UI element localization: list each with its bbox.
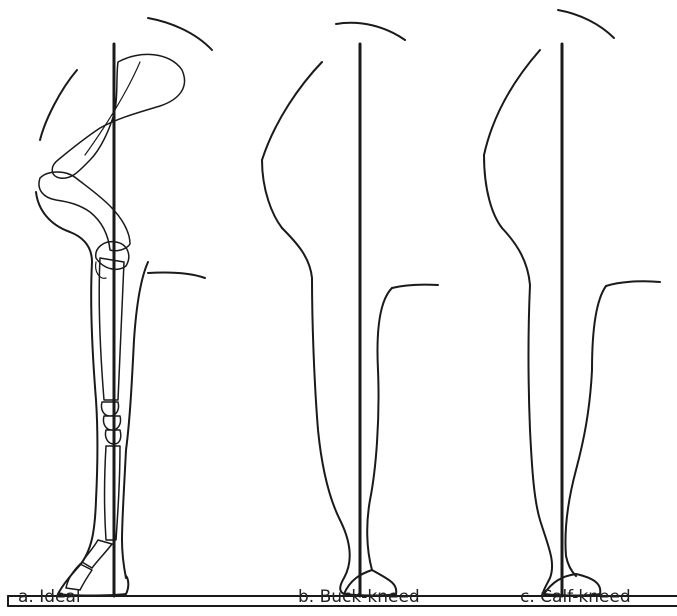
scapula-bone (52, 54, 184, 178)
outline-chest-a (40, 70, 77, 140)
humerus-bone (39, 172, 130, 251)
leg-outline-back-c (565, 286, 606, 576)
outline-back-b (336, 23, 405, 40)
belly-line-c (606, 281, 660, 286)
leg-outline-back-b (367, 288, 392, 570)
caption-buck-kneed: b. Buck-kneed (298, 587, 420, 607)
outline-chest-b (262, 62, 322, 160)
caption-ideal: a. Ideal (18, 587, 81, 607)
outline-neck-c (484, 155, 502, 228)
outline-chest-c (484, 50, 540, 155)
belly-line-b (392, 285, 438, 288)
leg-outline-back-a (122, 262, 148, 578)
leg-outline-front-a (36, 192, 98, 594)
outline-neck-b (262, 160, 282, 228)
panel-calf-kneed (484, 10, 660, 596)
outline-back-a (148, 18, 212, 50)
leg-outline-front-b (282, 228, 350, 594)
leg-outline-front-c (502, 228, 552, 594)
cannon-bone (105, 446, 121, 540)
outline-belly-a (148, 273, 205, 278)
outline-back-c (558, 10, 614, 38)
panel-buck-kneed (262, 23, 438, 596)
carpus-bones (101, 402, 120, 444)
radius-bone (99, 258, 124, 400)
caption-calf-kneed: c. Calf-kneed (520, 587, 631, 607)
panel-ideal (36, 18, 212, 596)
